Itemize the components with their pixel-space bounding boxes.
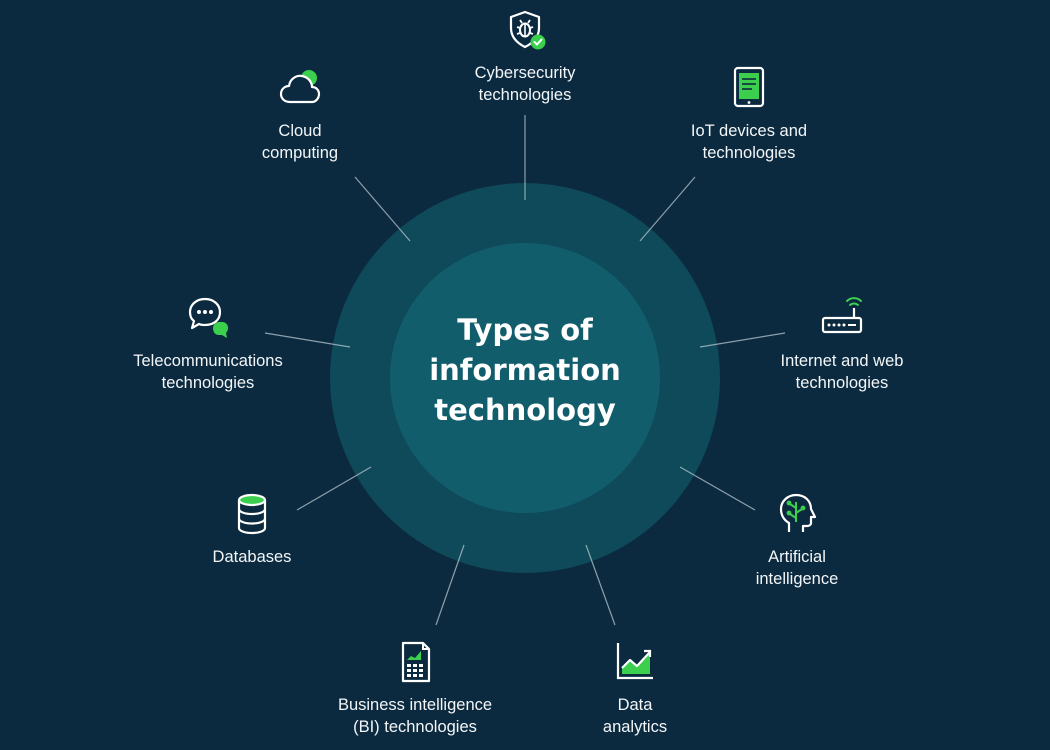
node-data-analytics-label-line-2: analytics <box>602 718 668 736</box>
node-cybersecurity-label-line-1: Cybersecurity <box>474 64 576 82</box>
chat-bubbles-icon <box>188 297 228 338</box>
inner-disc <box>390 243 660 513</box>
node-ai: Artificial intelligence <box>667 492 927 590</box>
node-business-intelligence-label-line-1: Business intelligence <box>337 696 493 714</box>
node-ai-label-line-2: intelligence <box>755 570 839 588</box>
connector-internet <box>699 332 786 348</box>
shield-bug-check-icon <box>509 10 546 50</box>
connector-telecom <box>264 332 351 348</box>
node-telecommunications-label: Telecommunications technologies <box>133 350 282 394</box>
node-telecommunications-label-line-2: technologies <box>161 374 255 392</box>
router-icon <box>821 297 863 334</box>
line-chart-icon <box>616 643 653 680</box>
node-business-intelligence-label-line-2: (BI) technologies <box>353 718 477 736</box>
node-internet-web-label-line-1: Internet and web <box>780 352 904 370</box>
node-cloud-computing-label: Cloud computing <box>262 120 338 164</box>
node-data-analytics-label: Data analytics <box>603 694 667 738</box>
center-title: Types of information technology <box>375 310 675 430</box>
connector-cloud <box>354 176 411 242</box>
node-ai-label: Artificial intelligence <box>756 546 839 590</box>
node-internet-web-label-line-2: technologies <box>795 374 889 392</box>
node-databases: Databases <box>122 492 382 568</box>
node-ai-label-line-1: Artificial <box>768 548 826 566</box>
center-title-line-3: technology <box>434 393 616 427</box>
node-data-analytics: Data analytics <box>505 640 765 738</box>
node-iot: IoT devices and technologies <box>619 66 879 164</box>
database-icon <box>237 493 267 535</box>
node-iot-label-line-2: technologies <box>702 144 796 162</box>
center-title-line-1: Types of <box>457 313 593 347</box>
connector-bi <box>435 544 465 626</box>
node-internet-web: Internet and web technologies <box>712 296 972 394</box>
node-databases-label: Databases <box>213 546 292 568</box>
node-iot-label-line-1: IoT devices and <box>690 122 808 140</box>
connector-iot <box>639 176 696 242</box>
node-internet-web-label: Internet and web technologies <box>781 350 904 394</box>
connector-databases <box>296 466 372 511</box>
node-telecommunications: Telecommunications technologies <box>78 296 338 394</box>
ai-head-icon <box>779 493 817 532</box>
bi-report-icon <box>401 641 431 683</box>
node-databases-label-line-1: Databases <box>212 548 292 566</box>
node-iot-label: IoT devices and technologies <box>691 120 807 164</box>
node-cybersecurity: Cybersecurity technologies <box>395 8 655 106</box>
node-business-intelligence: Business intelligence (BI) technologies <box>285 640 545 738</box>
node-telecommunications-label-line-1: Telecommunications <box>133 352 283 370</box>
node-business-intelligence-label: Business intelligence (BI) technologies <box>338 694 492 738</box>
node-cybersecurity-label-line-2: technologies <box>478 86 572 104</box>
center-title-line-2: information <box>429 353 621 387</box>
tablet-icon <box>733 66 765 108</box>
connector-data-analytics <box>585 544 616 626</box>
node-cybersecurity-label: Cybersecurity technologies <box>475 62 576 106</box>
node-cloud-computing-label-line-2: computing <box>261 144 339 162</box>
connector-ai <box>679 466 756 511</box>
node-cloud-computing-label-line-1: Cloud <box>278 122 322 140</box>
cloud-icon <box>279 70 321 104</box>
node-cloud-computing: Cloud computing <box>170 66 430 164</box>
node-data-analytics-label-line-1: Data <box>617 696 653 714</box>
